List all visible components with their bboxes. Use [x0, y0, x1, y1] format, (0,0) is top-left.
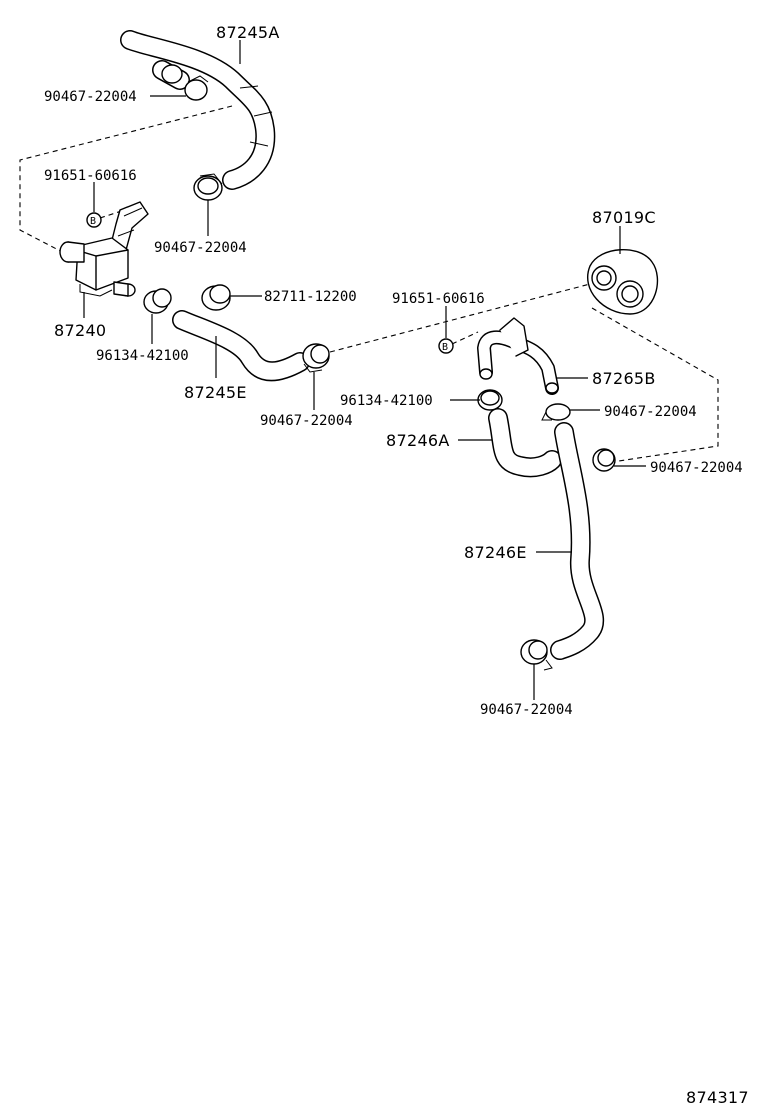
bolt-marker-left-label: B — [90, 216, 96, 227]
valve-87240 — [59, 201, 149, 297]
dashed-guide-left — [19, 105, 233, 257]
clamp-82711 — [201, 284, 231, 311]
label-clip-bottom: 90467-22004 — [480, 702, 573, 718]
clip-far-right — [592, 448, 616, 472]
pipe-87265b — [477, 317, 559, 395]
clip-bottom — [520, 639, 553, 671]
hose-87245a — [120, 30, 276, 190]
bolt-marker-left: B — [86, 212, 102, 228]
clamp-96134-left — [143, 288, 172, 314]
bolt-marker-right-label: B — [442, 342, 448, 353]
hose-87246a — [488, 408, 562, 478]
label-bolt-right: 91651-60616 — [392, 291, 485, 307]
label-clip-far-right: 90467-22004 — [650, 460, 743, 476]
bolt-marker-right: B — [438, 338, 454, 354]
label-clamp-left: 96134-42100 — [96, 348, 189, 364]
clip-mid — [302, 343, 330, 373]
clip-top-left — [161, 64, 209, 101]
label-bolt-left: 91651-60616 — [44, 168, 137, 184]
label-87240: 87240 — [54, 321, 106, 340]
hose-87246e — [550, 422, 605, 660]
label-87019c: 87019C — [592, 208, 656, 227]
diagram-id: 874317 — [686, 1088, 749, 1107]
label-clamp-right: 96134-42100 — [340, 393, 433, 409]
clamp-96134-right — [477, 389, 503, 411]
label-87245a: 87245A — [216, 23, 280, 42]
clip-right-upper — [541, 403, 571, 421]
label-clip-upper-mid: 90467-22004 — [154, 240, 247, 256]
label-clip-mid: 90467-22004 — [260, 413, 353, 429]
dashed-guide-bolt-right — [451, 331, 479, 345]
label-clip-right-upper: 90467-22004 — [604, 404, 697, 420]
label-87246e: 87246E — [464, 543, 527, 562]
label-87245e: 87245E — [184, 383, 247, 402]
grommet-87019c — [587, 249, 659, 315]
label-87265b: 87265B — [592, 369, 656, 388]
dashed-guide-right — [591, 307, 719, 463]
label-clamp-82711: 82711-12200 — [264, 289, 357, 305]
label-clip-top-left: 90467-22004 — [44, 89, 137, 105]
hose-87245e — [172, 310, 310, 382]
label-87246a: 87246A — [386, 431, 450, 450]
clip-upper-mid — [193, 173, 223, 201]
